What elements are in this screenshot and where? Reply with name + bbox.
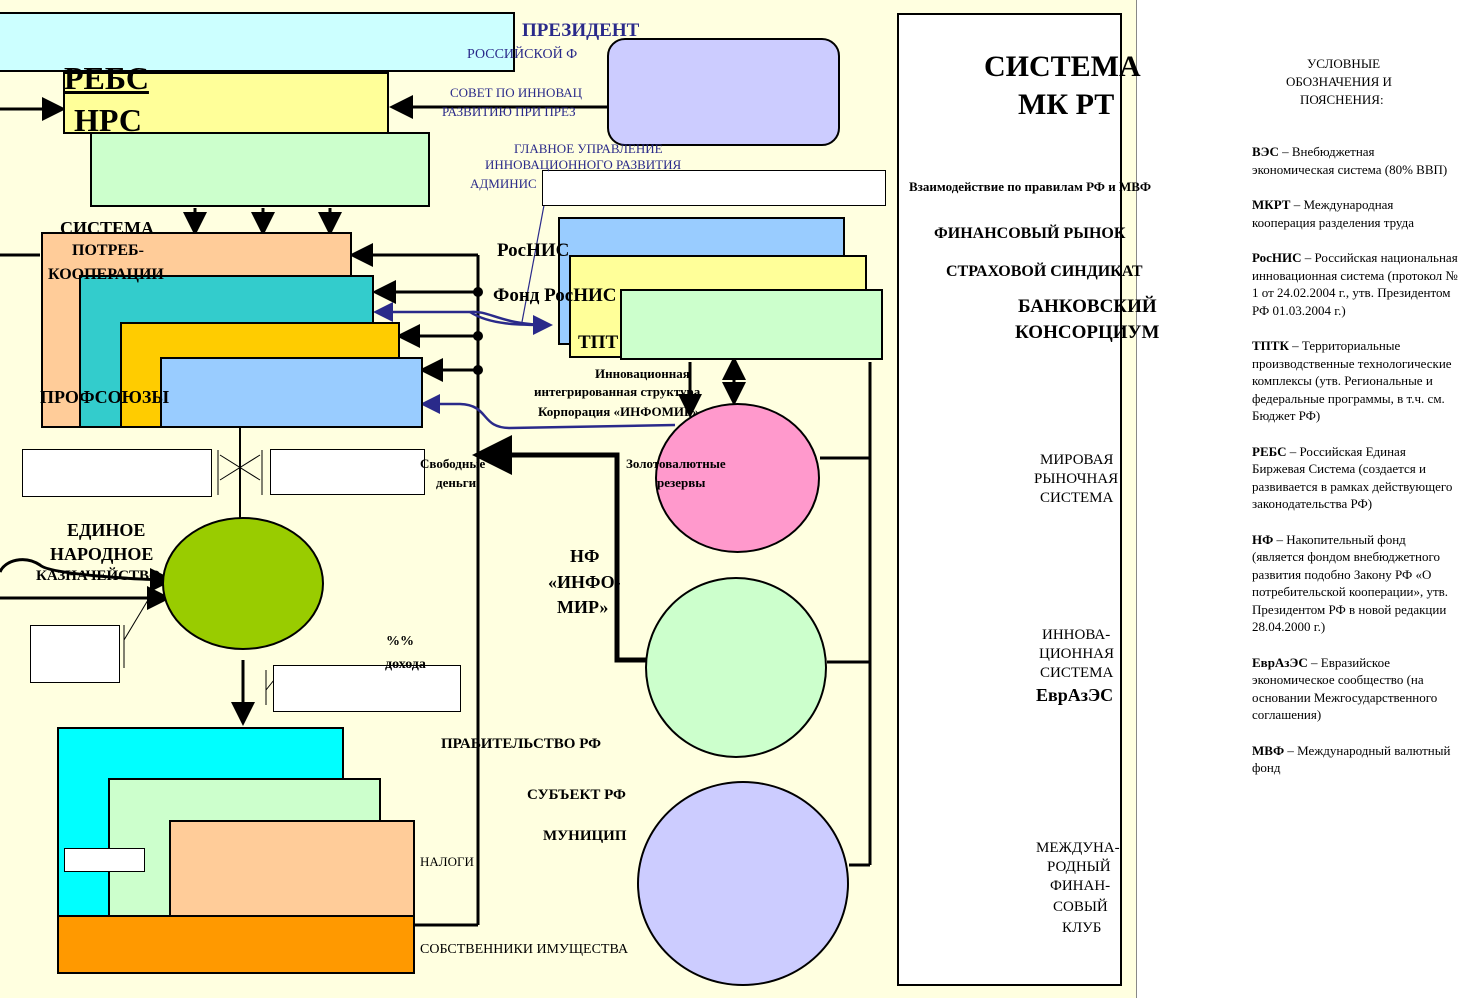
strah-label: СТРАХОВОЙ СИНДИКАТ (946, 263, 1143, 280)
mir-label-2: РЫНОЧНАЯ (1034, 471, 1119, 487)
mir-label-1: МИРОВАЯ (1040, 452, 1114, 468)
innov-label-2: интегрированная структура (534, 384, 701, 399)
fond-rosnis-label: Фонд РосНИС (493, 285, 617, 306)
top-cyan-box (0, 12, 515, 72)
legend-list: ВЭС – Внебюджетная экономическая система… (1252, 143, 1460, 795)
legend-item: РосНИС – Российская национальная инновац… (1252, 250, 1458, 318)
subekt-label: СУБЪЕКТ РФ (527, 787, 626, 803)
inn-label-4: ЕврАзЭС (1036, 685, 1114, 705)
system-title-1: СИСТЕМА (984, 50, 1141, 83)
innov-label-1: Инновационная (595, 366, 690, 381)
mfk-label-2: РОДНЫЙ (1047, 859, 1111, 875)
mfk-label-1: МЕЖДУНА- (1036, 840, 1120, 856)
bank-label-2: КОНСОРЦИУМ (1015, 322, 1160, 343)
potreb-label: ПОТРЕБ- (72, 242, 144, 259)
finrynok-label: ФИНАНСОВЫЙ РЫНОК (934, 225, 1126, 242)
rosnis-label: РосНИС (497, 240, 570, 261)
mfk-label-4: СОВЫЙ (1053, 899, 1108, 915)
innov-label-3: Корпорация «ИНФОМИР» (538, 404, 699, 419)
legend-title-2: ОБОЗНАЧЕНИЯ И (1286, 74, 1392, 89)
municip-label: МУНИЦИП (543, 828, 627, 844)
president-label: ПРЕЗИДЕНТ (522, 20, 640, 41)
municip-circle (637, 781, 849, 986)
legend-item: РЕБС – Российская Единая Биржевая Систем… (1252, 443, 1453, 512)
legend-item: ВЭС – Внебюджетная экономическая система… (1252, 144, 1448, 177)
council-box (607, 38, 840, 146)
tptk-label: ТПТ (578, 332, 619, 353)
legend-item: НФ – Накопительный фонд (является фондом… (1252, 531, 1449, 635)
mfk-label-3: ФИНАН- (1050, 878, 1111, 894)
white-box-1 (22, 449, 212, 497)
sobstvenniki-bar (57, 915, 415, 974)
kaznacheystvo-label: КАЗНАЧЕЙСТВО (36, 568, 161, 584)
nf-label-3: МИР» (557, 597, 609, 617)
narodnoe-label: НАРОДНОЕ (50, 544, 154, 564)
profsoyuzy-label: ПРОФСОЮЗЫ (40, 387, 170, 407)
mir-label-3: СИСТЕМА (1040, 490, 1114, 506)
inn-label-1: ИННОВА- (1042, 627, 1111, 643)
glavnoe-label-2: ИННОВАЦИОННОГО РАЗВИТИЯ (485, 157, 682, 172)
svobodnye-label-2: деньги (436, 475, 477, 490)
svobodnye-label-1: Свободные (420, 456, 486, 471)
white-box-4 (273, 665, 461, 712)
nf-label-2: «ИНФО- (548, 572, 621, 592)
glavnoe-label-1: ГЛАВНОЕ УПРАВЛЕНИЕ (514, 141, 663, 156)
vzaim-label: Взаимодействие по правилам РФ и МВФ (909, 179, 1152, 194)
inn-label-3: СИСТЕМА (1040, 665, 1114, 681)
sistema-label: СИСТЕМА (60, 218, 154, 238)
russian-f-label: РОССИЙСКОЙ Ф (467, 47, 578, 62)
legend-title-1: УСЛОВНЫЕ (1307, 56, 1381, 71)
profsoyuz-box (160, 357, 423, 428)
system-panel (897, 13, 1122, 986)
zoloto-circle (655, 403, 820, 553)
legend-item: ТПТК – Территориальные производственные … (1252, 338, 1452, 423)
nalogi-label: НАЛОГИ (420, 854, 474, 869)
green-box (90, 132, 430, 207)
zoloto-label-2: резервы (657, 475, 706, 490)
dohoda-label-1: %% (386, 634, 414, 649)
system-title-2: МК РТ (1018, 88, 1115, 121)
connector-lines (0, 95, 872, 940)
nf-label-1: НФ (570, 546, 600, 566)
legend-item: МКРТ – Международная кооперация разделен… (1252, 197, 1414, 230)
white-box-2 (270, 449, 425, 495)
razvitiyu-label: РАЗВИТИЮ ПРИ ПРЕЗ (442, 104, 576, 119)
nf-circle (645, 577, 827, 758)
legend-title-3: ПОЯСНЕНИЯ: (1300, 92, 1384, 107)
dohoda-label-2: дохода (385, 657, 426, 672)
bank-label-1: БАНКОВСКИЙ (1018, 296, 1157, 317)
admin-box (542, 170, 886, 206)
inn-label-2: ЦИОННАЯ (1039, 646, 1114, 662)
mfk-label-5: КЛУБ (1062, 920, 1102, 936)
small-white-box (64, 848, 145, 872)
pravitelstvo-label: ПРАВИТЕЛЬСТВО РФ (441, 736, 601, 752)
kooperacii-label: КООПЕРАЦИИ (48, 266, 164, 283)
kaznacheystvo-circle (162, 517, 324, 650)
edinoe-label: ЕДИНОЕ (67, 520, 146, 540)
tptk-box (620, 289, 883, 360)
rebs-label: РЕБС (64, 60, 149, 96)
sovet-label: СОВЕТ ПО ИННОВАЦ (450, 85, 583, 100)
admin-label: АДМИНИС (470, 176, 537, 191)
rebs-box (63, 72, 389, 134)
white-box-3 (30, 625, 120, 683)
zoloto-label-1: Золотовалютные (626, 456, 726, 471)
legend-item: ЕврАзЭС – Евразийское экономическое сооб… (1252, 654, 1438, 723)
legend-item: МВФ – Международный валютный фонд (1252, 742, 1451, 776)
sobstvenniki-label: СОБСТВЕННИКИ ИМУЩЕСТВА (420, 942, 629, 957)
nrs-label: НРС (74, 102, 142, 138)
